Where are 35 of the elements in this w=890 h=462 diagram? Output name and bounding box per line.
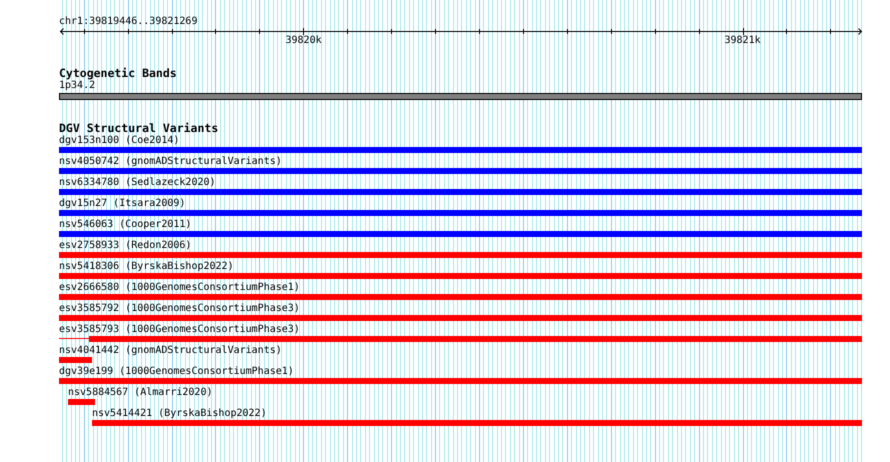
variant-label: nsv4041442 (gnomADStructuralVariants) xyxy=(59,345,282,356)
variant-bar xyxy=(59,378,862,384)
variant-label: nsv6334780 (Sedlazeck2020) xyxy=(59,177,216,188)
track-title: DGV Structural Variants xyxy=(59,122,218,134)
variant-label: nsv4050742 (gnomADStructuralVariants) xyxy=(59,156,282,167)
variant-bar xyxy=(59,168,862,174)
position-label: chr1:39819446..39821269 xyxy=(59,16,198,27)
cytoband-bar xyxy=(59,93,862,100)
variant-label: dgv15n27 (Itsara2009) xyxy=(59,198,186,209)
variant-label: esv3585793 (1000GenomesConsortiumPhase3) xyxy=(59,324,300,335)
variant-bar xyxy=(92,420,862,426)
variant-label: esv3585792 (1000GenomesConsortiumPhase3) xyxy=(59,303,300,314)
variant-bar xyxy=(59,252,862,258)
variant-bar xyxy=(59,357,92,363)
track-title: Cytogenetic Bands xyxy=(59,67,177,79)
variant-label: nsv5414421 (ByrskaBishop2022) xyxy=(92,408,267,419)
variant-bar xyxy=(68,399,95,405)
tick-label: 39820k xyxy=(286,35,322,46)
variant-label: nsv5884567 (Almarri2020) xyxy=(68,387,212,398)
variant-bar xyxy=(59,189,862,195)
variant-bar xyxy=(59,231,862,237)
variant-bar xyxy=(59,210,862,216)
variant-bar xyxy=(59,315,862,321)
variant-label: esv2666580 (1000GenomesConsortiumPhase1) xyxy=(59,282,300,293)
variant-label: esv2758933 (Redon2006) xyxy=(59,240,192,251)
variant-bar xyxy=(59,273,862,279)
variant-label: nsv546063 (Cooper2011) xyxy=(59,219,192,230)
variant-label: nsv5418306 (ByrskaBishop2022) xyxy=(59,261,234,272)
variant-label: dgv153n100 (Coe2014) xyxy=(59,135,180,146)
variant-label: dgv39e199 (1000GenomesConsortiumPhase1) xyxy=(59,366,294,377)
variant-bar xyxy=(59,147,862,153)
band-label: 1p34.2 xyxy=(59,80,96,91)
variant-bar xyxy=(59,336,862,342)
variant-bar xyxy=(59,294,862,300)
tick-label: 39821k xyxy=(724,35,761,46)
